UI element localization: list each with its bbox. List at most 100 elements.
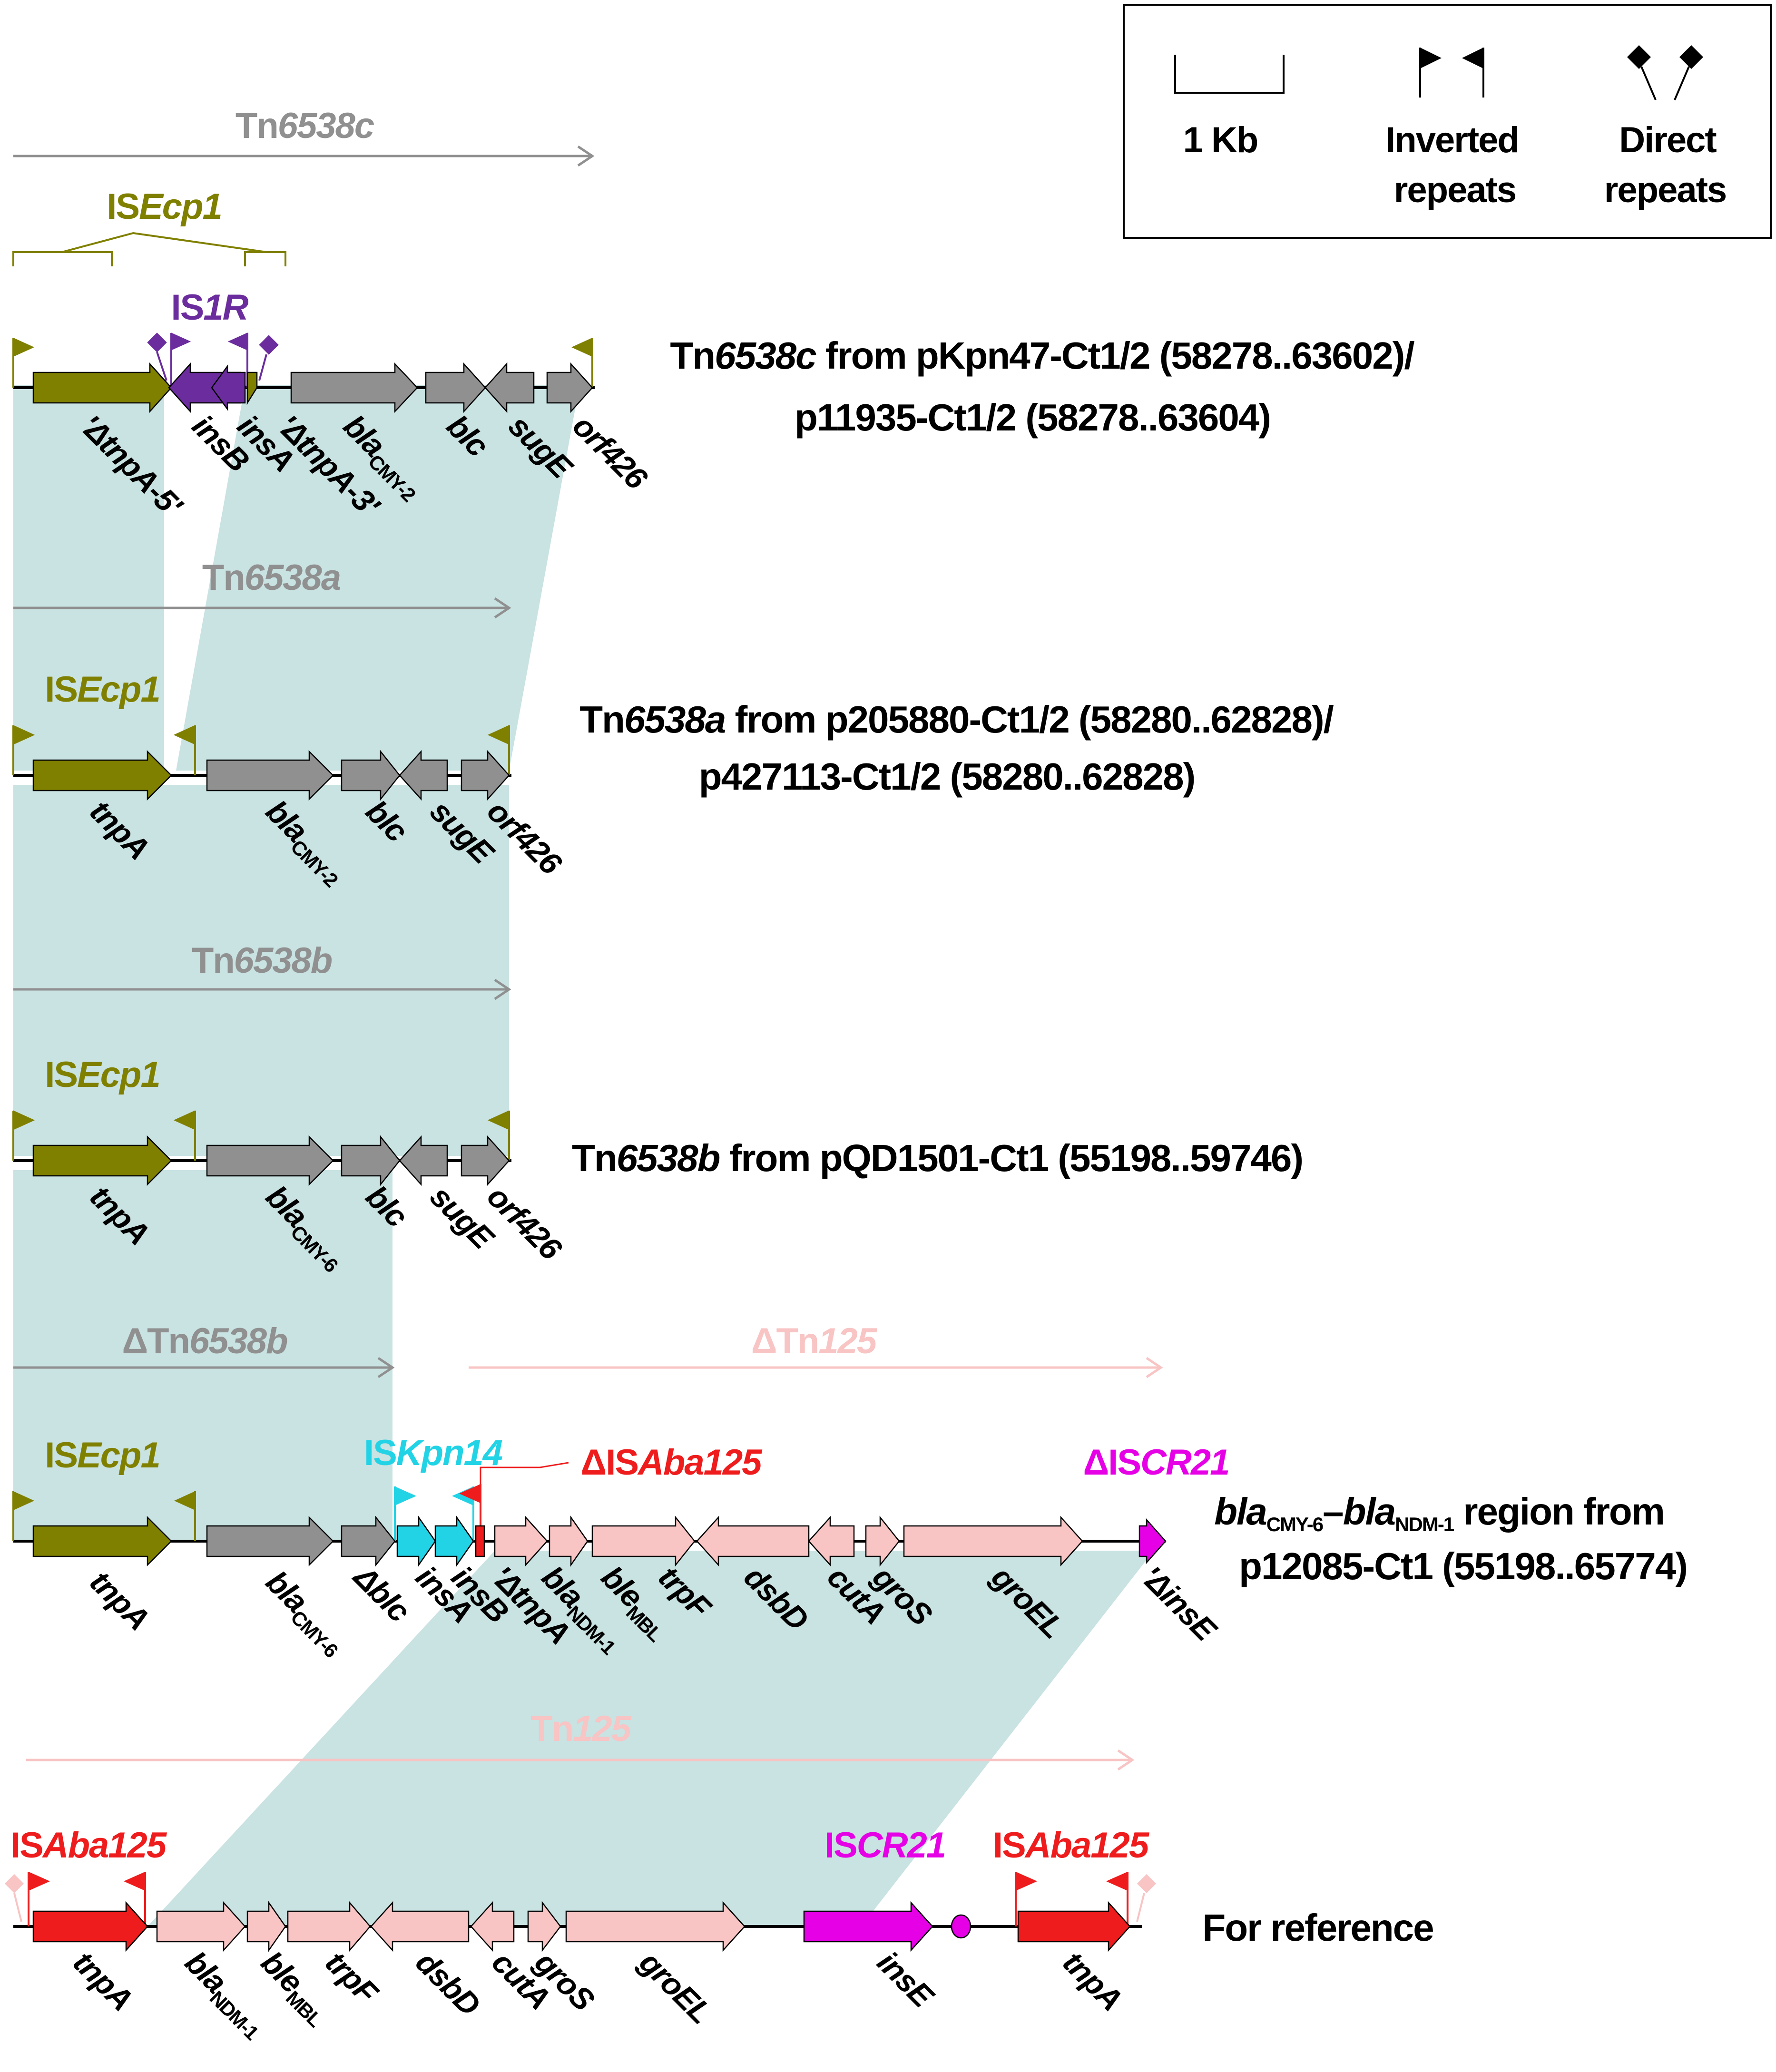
gene-blc-a bbox=[341, 750, 401, 801]
gene-dtnpa3 bbox=[246, 371, 258, 405]
gene-blacmy2-a bbox=[206, 750, 334, 801]
flags-a bbox=[12, 725, 510, 775]
gene-trpf-d bbox=[591, 1515, 696, 1567]
shade-c-a-left bbox=[13, 385, 164, 771]
genes-c bbox=[32, 362, 593, 413]
label-orf426-c: orf426 bbox=[566, 408, 655, 497]
discr21-label: ΔISCR21 bbox=[1083, 1442, 1229, 1483]
iscr21-label: ISCR21 bbox=[824, 1825, 945, 1866]
isaba125-right-label: ISAba125 bbox=[993, 1825, 1150, 1866]
title-d-line2: p12085-Ct1 (55198..65774) bbox=[1239, 1545, 1687, 1587]
scale-bar-1kb bbox=[1174, 55, 1285, 94]
label-dinse: 'ΔinsE bbox=[1135, 1559, 1224, 1649]
gene-dsbd-d bbox=[696, 1515, 810, 1567]
gene-blandm1-d bbox=[494, 1515, 548, 1567]
isecp1-label-a: ISEcp1 bbox=[45, 669, 159, 710]
legend-direct-label: Direct bbox=[1619, 120, 1717, 160]
gene-inse-r bbox=[803, 1901, 933, 1952]
tn6538a-label: Tn6538a bbox=[202, 557, 341, 598]
title-a-line1: Tn6538a from p205880-Ct1/2 (58280..62828… bbox=[579, 698, 1334, 741]
dtn125-label: ΔTn125 bbox=[751, 1321, 878, 1361]
gene-tnpa-d bbox=[32, 1515, 172, 1567]
gene-groel-d bbox=[903, 1515, 1083, 1567]
title-c-line1: Tn6538c from pKpn47-Ct1/2 (58278..63602)… bbox=[670, 334, 1414, 377]
gene-trpf-r bbox=[287, 1901, 371, 1952]
isecp1-label-d: ISEcp1 bbox=[45, 1435, 159, 1476]
gene-labels-r: tnpA blaNDM-1 bleMBL trpF dsbD cutA groS… bbox=[67, 1944, 1129, 2044]
flag-ir-left-c bbox=[12, 338, 34, 388]
title-a-line2: p427113-Ct1/2 (58280..62828) bbox=[699, 755, 1195, 798]
gene-suge-b bbox=[399, 1135, 448, 1186]
gene-tnpa-a bbox=[32, 750, 172, 801]
repeats-r bbox=[5, 1872, 1156, 1926]
label-trpf-r: trpF bbox=[319, 1945, 385, 2011]
label-dblc: Δblc bbox=[346, 1558, 417, 1628]
gene-insb-d bbox=[434, 1515, 474, 1567]
gene-blandm1-r bbox=[156, 1901, 246, 1952]
gene-orf426-b bbox=[461, 1135, 510, 1186]
label-tnpa-r-right: tnpA bbox=[1056, 1945, 1129, 2017]
gene-tnpa-r-left bbox=[32, 1901, 148, 1952]
gene-blacmy2-c bbox=[290, 362, 418, 413]
gene-dsbd-r bbox=[370, 1901, 470, 1952]
legend-direct-label-2: repeats bbox=[1604, 170, 1726, 210]
inverted-repeat-flags-icon bbox=[1419, 48, 1484, 98]
shade-a-b bbox=[13, 785, 509, 1156]
genes-r bbox=[32, 1901, 1131, 1952]
genes-a bbox=[32, 750, 510, 801]
legend-inverted-label-2: repeats bbox=[1394, 170, 1516, 210]
flag-ir-right-c bbox=[571, 338, 593, 388]
gene-cuta-r bbox=[470, 1901, 515, 1952]
homology-shading bbox=[13, 385, 1154, 1926]
dtn6538b-label: ΔTn6538b bbox=[122, 1321, 288, 1361]
gene-orf426-c bbox=[546, 362, 593, 413]
gene-blc-b bbox=[341, 1135, 401, 1186]
title-c-line2: p11935-Ct1/2 (58278..63604) bbox=[795, 396, 1270, 439]
shade-d-r bbox=[147, 1551, 1154, 1926]
gene-blembl-r bbox=[246, 1901, 286, 1952]
gene-cuta-d bbox=[808, 1515, 855, 1567]
gene-blc-c bbox=[425, 362, 486, 413]
is1r-label: IS1R bbox=[171, 287, 249, 328]
genes-d bbox=[32, 1515, 1167, 1567]
title-d-line1: blaCMY-6–blaNDM-1 region from bbox=[1214, 1490, 1664, 1535]
isecp1-label-c: ISEcp1 bbox=[107, 186, 221, 227]
tn6538c-label: Tn6538c bbox=[235, 106, 374, 146]
inse-terminal-circle bbox=[951, 1914, 971, 1939]
isecp1-label-b: ISEcp1 bbox=[45, 1055, 159, 1095]
legend-inverted-label: Inverted bbox=[1385, 120, 1519, 160]
gene-gros-d bbox=[865, 1515, 900, 1567]
label-blembl-r: bleMBL bbox=[252, 1945, 339, 2032]
flags-b bbox=[12, 1110, 510, 1161]
disaba125-label: ΔISAba125 bbox=[581, 1442, 763, 1483]
gene-gros-r bbox=[527, 1901, 561, 1952]
label-suge-b: sugE bbox=[423, 1179, 501, 1257]
label-tnpa-r-left: tnpA bbox=[67, 1945, 139, 2017]
shade-b-d bbox=[13, 1170, 392, 1541]
direct-repeat-diamonds-icon bbox=[1627, 45, 1703, 100]
gene-suge-a bbox=[399, 750, 448, 801]
gene-insa-c bbox=[211, 364, 246, 411]
genes-b bbox=[32, 1135, 510, 1186]
label-orf426-b: orf426 bbox=[481, 1179, 569, 1267]
gene-insa-d bbox=[396, 1515, 436, 1567]
label-tnpa-d: tnpA bbox=[83, 1564, 156, 1637]
legend-scale-label: 1 Kb bbox=[1183, 120, 1258, 160]
flags-d bbox=[12, 1484, 481, 1541]
title-b: Tn6538b from pQD1501-Ct1 (55198..59746) bbox=[572, 1137, 1303, 1179]
gene-blacmy6-b bbox=[206, 1135, 334, 1186]
isecp1-bracket-c bbox=[12, 232, 286, 266]
gene-suge-c bbox=[484, 362, 535, 413]
gene-dinse bbox=[1138, 1518, 1167, 1564]
label-groel-r: groEL bbox=[632, 1944, 718, 2030]
legend-box: 1 Kb Inverted repeats Direct repeats bbox=[1123, 4, 1772, 239]
title-reference: For reference bbox=[1202, 1906, 1433, 1949]
label-inse-r: insE bbox=[871, 1945, 941, 2015]
shade-c-a-right bbox=[176, 385, 579, 771]
gene-tnpa-r-right bbox=[1017, 1901, 1131, 1952]
gene-dtnpa-d bbox=[475, 1525, 485, 1557]
iskpn14-label: ISKpn14 bbox=[364, 1433, 502, 1473]
gene-blacmy6-d bbox=[206, 1515, 334, 1567]
